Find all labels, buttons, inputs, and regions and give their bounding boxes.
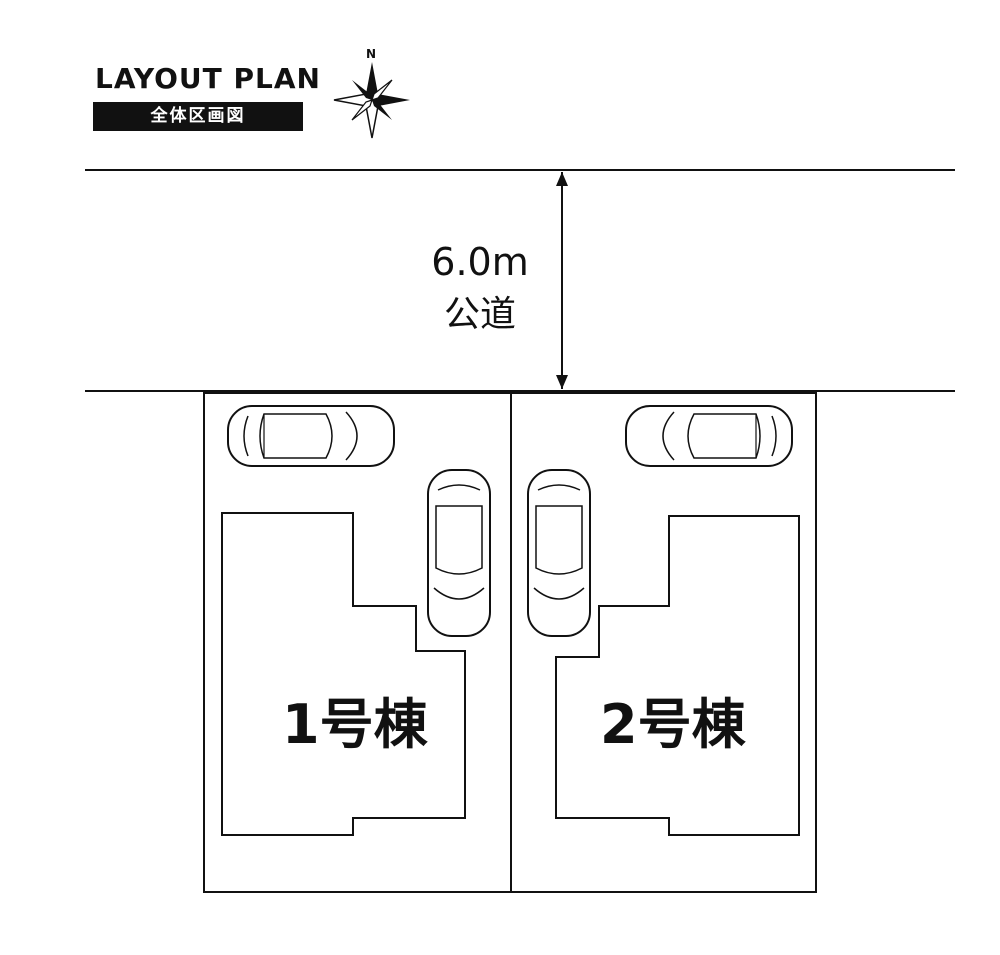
car-icon <box>625 405 793 467</box>
car-icon <box>227 405 395 467</box>
lot-1-label: 1号棟 <box>282 693 428 756</box>
plan-title: LAYOUT PLAN <box>95 62 321 95</box>
lot-2-label: 2号棟 <box>600 693 746 756</box>
plan-subtitle: 全体区画図 <box>93 102 303 131</box>
building-1-footprint <box>221 512 466 836</box>
north-label: N <box>366 47 377 61</box>
road-name-label: 公道 <box>443 294 516 335</box>
building-2-footprint <box>555 515 800 836</box>
road-width-label: 6.0m <box>431 240 529 284</box>
car-icon <box>427 469 491 637</box>
car-icon <box>527 469 591 637</box>
compass-icon <box>333 62 410 139</box>
road-dimension-arrow <box>556 172 568 389</box>
